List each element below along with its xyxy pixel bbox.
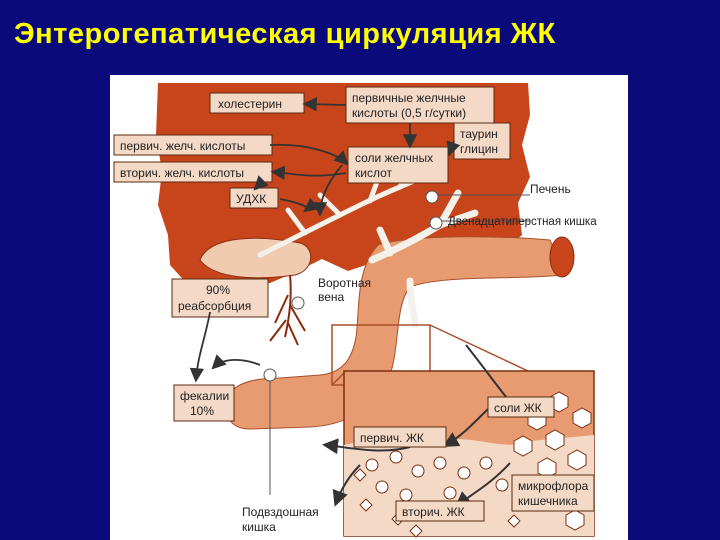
callouts bbox=[263, 190, 530, 495]
feces-percent: 10% bbox=[190, 404, 214, 418]
bile-salts-label-1: соли желчных bbox=[355, 151, 433, 165]
microflora-label-2: кишечника bbox=[518, 494, 578, 508]
primary-acids-label-1: первичные желчные bbox=[352, 91, 466, 105]
portal-vein bbox=[368, 189, 479, 329]
reabsorption-percent: 90% bbox=[206, 283, 230, 297]
bile-salts-box: соли желчных кислот bbox=[347, 146, 449, 184]
udca-box: УДХК bbox=[229, 187, 279, 209]
secondary-inset-label: вторич. ЖК bbox=[402, 505, 465, 519]
duodenum-end bbox=[549, 236, 575, 278]
primary-inset-label: первич. ЖК bbox=[360, 431, 424, 445]
portal-vein-callout-1: Воротная bbox=[318, 276, 371, 290]
ileum-callout-2: кишка bbox=[242, 520, 276, 534]
cholesterol-label: холестерин bbox=[218, 97, 282, 111]
slide-title: Энтерогепатическая циркуляция ЖК bbox=[14, 18, 556, 50]
primary-acids-box: первичные желчные кислоты (0,5 г/сутки) bbox=[345, 86, 495, 124]
reabsorption-label: реабсорбция bbox=[178, 299, 251, 313]
bile-salts-label-2: кислот bbox=[355, 166, 393, 180]
intestinal-inset: соли ЖК первич. ЖК микрофлора кишечника … bbox=[322, 344, 595, 538]
ileum-callout-1: Подвздошная bbox=[242, 505, 319, 519]
sec-bile-acids-box: вторич. желч. кислоты bbox=[113, 161, 273, 183]
bile-salts-inset-label: соли ЖК bbox=[494, 401, 542, 415]
liver-callout: Печень bbox=[530, 182, 571, 196]
primary-acids-label-2: кислоты (0,5 г/сутки) bbox=[352, 106, 466, 120]
gallbladder-shape bbox=[199, 237, 312, 279]
portal-vein-callout-2: вена bbox=[318, 290, 345, 304]
udca-label: УДХК bbox=[236, 192, 266, 206]
absorption-roots bbox=[269, 274, 306, 346]
diagram-panel: холестерин первичные желчные кислоты (0,… bbox=[110, 75, 628, 540]
microflora-label-1: микрофлора bbox=[518, 479, 589, 493]
glycine-label: глицин bbox=[460, 142, 498, 156]
prim-bile-acids-box: первич. желч. кислоты bbox=[113, 134, 273, 156]
sec-bile-acids-label: вторич. желч. кислоты bbox=[120, 166, 244, 180]
feces-box: фекалии 10% bbox=[173, 384, 235, 422]
taurine-label: таурин bbox=[460, 127, 498, 141]
flow-arrows bbox=[189, 97, 461, 383]
taurine-box: таурин глицин bbox=[453, 122, 511, 160]
cholesterol-box: холестерин bbox=[209, 92, 305, 114]
enterohepatic-diagram: холестерин первичные желчные кислоты (0,… bbox=[113, 83, 597, 538]
reabsorption-box: 90% реабсорбция bbox=[171, 278, 269, 318]
duodenum-callout: Двенадцатиперстная кишка bbox=[448, 216, 597, 228]
prim-bile-acids-label: первич. желч. кислоты bbox=[120, 139, 245, 153]
feces-label: фекалии bbox=[180, 389, 229, 403]
